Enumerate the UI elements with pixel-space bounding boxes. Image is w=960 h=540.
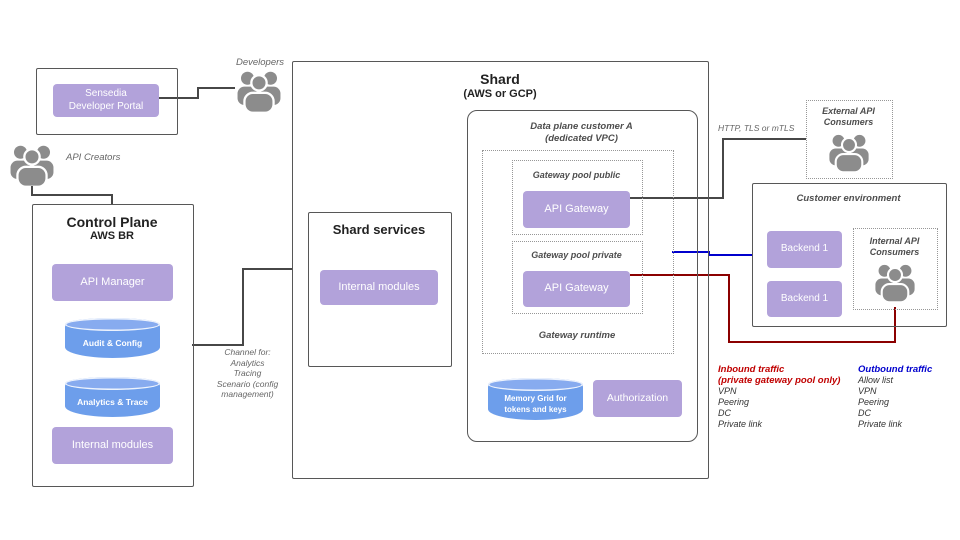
gateway-runtime-box bbox=[482, 150, 674, 354]
connector-portal-developers-h1 bbox=[159, 97, 198, 99]
channel-note-line: Scenario (config bbox=[216, 378, 279, 389]
customer-environment-box bbox=[752, 183, 947, 327]
portal-title: Sensedia bbox=[85, 88, 127, 99]
analytics-trace-db: Analytics & Trace bbox=[65, 377, 160, 417]
customer-environment-title: Customer environment bbox=[796, 193, 901, 204]
internal-consumers-line2: Consumers bbox=[869, 247, 920, 257]
connector-gateway-external-h2 bbox=[722, 138, 806, 140]
control-plane-subtitle: AWS BR bbox=[90, 230, 134, 242]
inbound-item: DC bbox=[718, 408, 731, 418]
developers-label: Developers bbox=[235, 57, 285, 68]
external-consumers-icon bbox=[828, 132, 870, 172]
internal-consumers-icon bbox=[874, 262, 916, 302]
developer-portal-box bbox=[36, 68, 178, 135]
outbound-item: Private link bbox=[858, 419, 903, 429]
channel-note-line: Analytics bbox=[230, 357, 265, 368]
gateway-pool-private-box bbox=[512, 241, 643, 314]
external-consumers-label: External API Consumers bbox=[806, 106, 891, 128]
shard-title: Shard bbox=[480, 71, 520, 87]
connector-controlplane-shard-h2 bbox=[242, 268, 292, 270]
data-plane-box bbox=[467, 110, 698, 442]
backend-1b-box: Backend 1 bbox=[767, 281, 842, 317]
outbound-item: Allow list bbox=[858, 375, 894, 385]
cylinder-top bbox=[488, 378, 583, 391]
backend-1-box: Backend 1 bbox=[767, 231, 842, 268]
control-plane-box bbox=[32, 204, 194, 487]
memory-grid-label: Memory Grid for tokens and keys bbox=[504, 389, 566, 415]
connector-outbound-h1 bbox=[672, 251, 710, 253]
outbound-item: VPN bbox=[858, 386, 877, 396]
channel-note: Channel for: Analytics Tracing Scenario … bbox=[200, 347, 295, 400]
shard-box bbox=[292, 61, 709, 479]
channel-note-line: management) bbox=[221, 389, 274, 399]
outbound-traffic-note: Outbound traffic Allow list VPN Peering … bbox=[858, 364, 953, 430]
audit-config-db: Audit & Config bbox=[65, 318, 160, 358]
gateway-pool-public-label: Gateway pool public bbox=[532, 170, 621, 180]
connector-controlplane-shard-v bbox=[242, 268, 244, 346]
audit-config-label: Audit & Config bbox=[82, 337, 143, 348]
shard-services-box bbox=[308, 212, 452, 367]
gateway-pool-public-box bbox=[512, 160, 643, 235]
connector-controlplane-shard-h1 bbox=[192, 344, 243, 346]
memory-grid-line2: tokens and keys bbox=[504, 404, 567, 414]
channel-note-line: Tracing bbox=[233, 368, 262, 378]
connector-inbound-h2 bbox=[728, 341, 896, 343]
connector-portal-developers-h2 bbox=[197, 87, 235, 89]
data-plane-title: Data plane customer A (dedicated VPC) bbox=[467, 121, 696, 144]
internal-consumers-box bbox=[853, 228, 938, 310]
channel-note-line: Channel for: bbox=[224, 347, 271, 357]
connector-creators-controlplane-v1 bbox=[31, 182, 33, 195]
sensedia-developer-portal: Sensedia Developer Portal bbox=[53, 84, 159, 117]
connector-inbound-v2 bbox=[894, 307, 896, 343]
connector-outbound-v bbox=[708, 251, 710, 256]
internal-consumers-line1: Internal API bbox=[869, 236, 920, 246]
external-consumers-line1: External API bbox=[822, 106, 875, 116]
shard-services-title: Shard services bbox=[332, 222, 426, 237]
connector-outbound-h2 bbox=[708, 254, 752, 256]
gateway-pool-private-label: Gateway pool private bbox=[531, 250, 622, 260]
control-plane-internal-modules-box: Internal modules bbox=[52, 427, 173, 464]
api-gateway-private-box: API Gateway bbox=[523, 271, 630, 307]
shard-services-internal-modules-box: Internal modules bbox=[320, 270, 438, 305]
api-manager-box: API Manager bbox=[52, 264, 173, 301]
analytics-trace-label: Analytics & Trace bbox=[77, 396, 148, 407]
data-plane-title-line1: Data plane customer A bbox=[530, 121, 633, 132]
connector-inbound-v1 bbox=[728, 274, 730, 343]
inbound-item: VPN bbox=[718, 386, 737, 396]
outbound-item: DC bbox=[858, 408, 871, 418]
authorization-box: Authorization bbox=[593, 380, 682, 417]
external-consumers-box bbox=[806, 100, 893, 179]
developers-icon bbox=[236, 69, 282, 112]
data-plane-title-line2: (dedicated VPC) bbox=[545, 132, 618, 144]
connector-gateway-external-h1 bbox=[630, 197, 723, 199]
connector-creators-controlplane-h bbox=[31, 194, 112, 196]
portal-subtitle: Developer Portal bbox=[68, 100, 144, 112]
external-consumers-line2: Consumers bbox=[823, 117, 874, 127]
memory-grid-line1: Memory Grid for bbox=[504, 394, 567, 404]
inbound-subtitle: (private gateway pool only) bbox=[718, 375, 841, 386]
inbound-title: Inbound traffic bbox=[718, 364, 785, 375]
http-tls-label: HTTP, TLS or mTLS bbox=[718, 123, 795, 133]
connector-gateway-external-v bbox=[722, 138, 724, 199]
api-gateway-public-box: API Gateway bbox=[523, 191, 630, 228]
outbound-item: Peering bbox=[858, 397, 890, 407]
control-plane-title: Control Plane bbox=[66, 214, 158, 230]
memory-grid-db: Memory Grid for tokens and keys bbox=[488, 378, 583, 420]
api-creators-label: API Creators bbox=[66, 152, 121, 163]
connector-inbound-h1 bbox=[630, 274, 730, 276]
inbound-item: Private link bbox=[718, 419, 763, 429]
outbound-title: Outbound traffic bbox=[858, 364, 933, 375]
internal-consumers-label: Internal API Consumers bbox=[853, 236, 936, 258]
cylinder-top bbox=[65, 318, 160, 331]
cylinder-top bbox=[65, 377, 160, 390]
gateway-runtime-label: Gateway runtime bbox=[538, 330, 616, 341]
api-creators-icon bbox=[9, 143, 55, 186]
inbound-item: Peering bbox=[718, 397, 750, 407]
connector-portal-developers-v bbox=[197, 87, 199, 99]
inbound-traffic-note: Inbound traffic (private gateway pool on… bbox=[718, 364, 868, 430]
shard-subtitle: (AWS or GCP) bbox=[463, 88, 537, 100]
connector-creators-controlplane-v2 bbox=[111, 194, 113, 204]
